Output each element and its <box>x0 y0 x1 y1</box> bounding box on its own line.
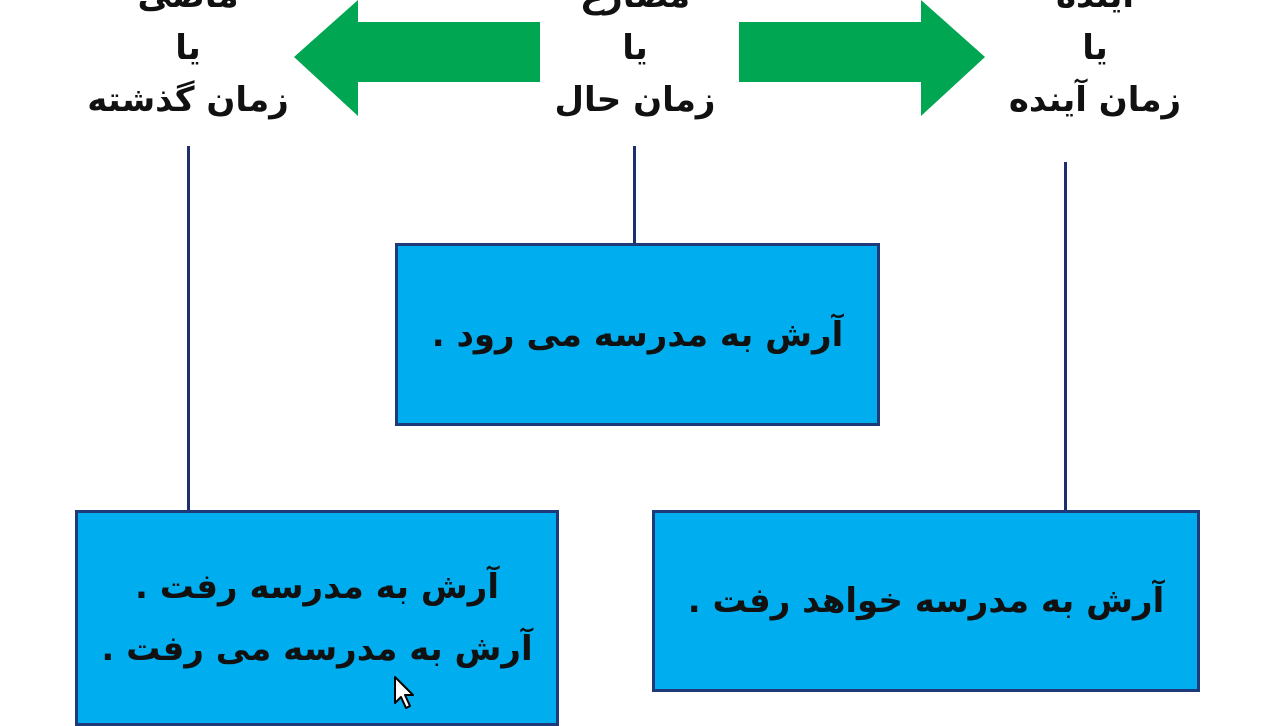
past-example-sentence-2: آرش به مدرسه می رفت . <box>101 629 533 669</box>
future-example-sentence: آرش به مدرسه خواهد رفت . <box>687 581 1165 621</box>
past-heading-or: یا <box>175 28 201 68</box>
mouse-pointer-icon <box>394 676 414 709</box>
present-heading-or: یا <box>622 28 648 68</box>
past-heading-label: زمان گذشته <box>87 80 289 120</box>
present-tense-heading: مضارع یا زمان حال <box>495 0 775 126</box>
present-heading-top: مضارع <box>495 0 775 22</box>
past-example-sentence-1: آرش به مدرسه رفت . <box>135 567 499 607</box>
future-heading-label: زمان آینده <box>1008 80 1182 120</box>
present-example-sentence: آرش به مدرسه می رود . <box>431 314 844 355</box>
present-example-box: آرش به مدرسه می رود . <box>395 243 880 426</box>
future-connector-line <box>1064 162 1067 512</box>
past-heading-top: ماضی <box>48 0 328 22</box>
past-connector-line <box>187 146 190 510</box>
present-heading-label: زمان حال <box>554 80 716 120</box>
future-heading-or: یا <box>1082 28 1108 68</box>
past-example-box: آرش به مدرسه رفت . آرش به مدرسه می رفت . <box>75 510 559 726</box>
future-example-box: آرش به مدرسه خواهد رفت . <box>652 510 1200 692</box>
future-heading-top: آینده <box>955 0 1235 22</box>
future-tense-heading: آینده یا زمان آینده <box>955 0 1235 126</box>
past-tense-heading: ماضی یا زمان گذشته <box>48 0 328 126</box>
present-connector-line <box>633 146 636 244</box>
arrow-left-icon <box>294 0 540 116</box>
arrow-right-icon <box>739 0 985 116</box>
